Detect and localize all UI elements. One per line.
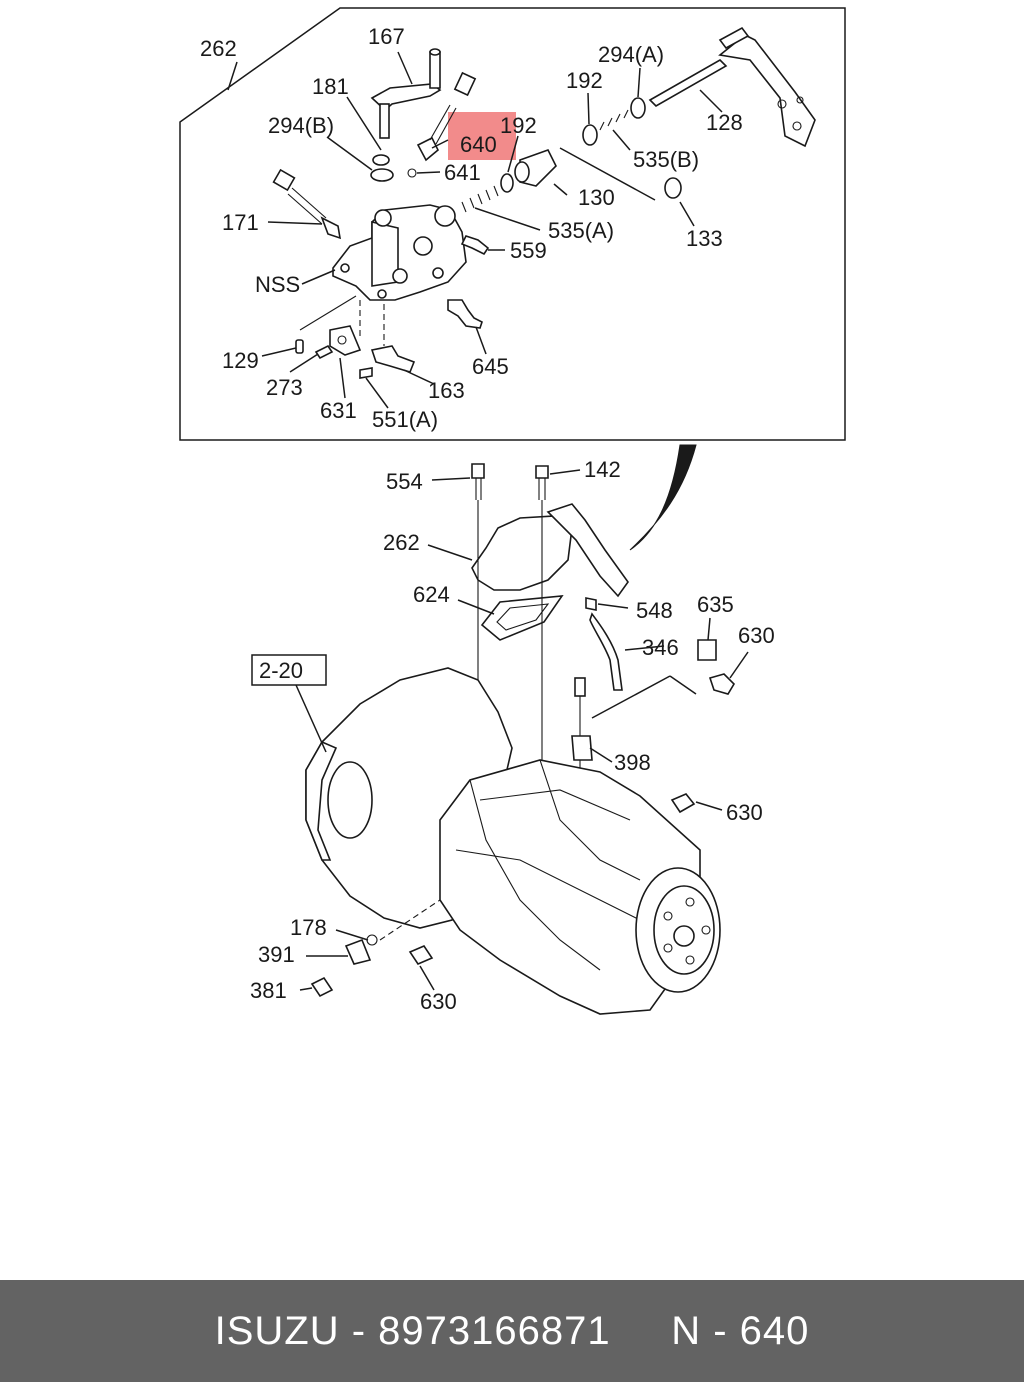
callout-273: 273 (266, 375, 303, 400)
callout-548: 548 (636, 598, 673, 623)
callout-181: 181 (312, 74, 349, 99)
footer-caption: ISUZU - 8973166871 N - 640 (215, 1309, 810, 1354)
footer-ref-prefix: N (671, 1308, 702, 1353)
callout-630-right: 630 (738, 623, 775, 648)
callout-163: 163 (428, 378, 465, 403)
callout-391: 391 (258, 942, 295, 967)
callout-133: 133 (686, 226, 723, 251)
curved-pointer (629, 444, 697, 551)
callout-635: 635 (697, 592, 734, 617)
callout-262-inset: 262 (200, 36, 237, 61)
callout-535b: 535(B) (633, 147, 699, 172)
callout-559: 559 (510, 238, 547, 263)
callout-294b: 294(B) (268, 113, 334, 138)
callout-535a: 535(A) (548, 218, 614, 243)
callout-624: 624 (413, 582, 450, 607)
footer-bar: ISUZU - 8973166871 N - 640 (0, 1280, 1024, 1382)
callout-192-inner: 192 (500, 113, 537, 138)
callout-551a: 551(A) (372, 407, 438, 432)
callout-167: 167 (368, 24, 405, 49)
callout-645: 645 (472, 354, 509, 379)
callout-630-case: 630 (726, 800, 763, 825)
callout-630-bottom: 630 (420, 989, 457, 1014)
callout-128: 128 (706, 110, 743, 135)
callout-2-20-box (251, 654, 327, 686)
callout-631: 631 (320, 398, 357, 423)
footer-ref-separator: - (713, 1308, 728, 1353)
detail-inset-frame (179, 7, 846, 441)
footer-brand: ISUZU (214, 1308, 340, 1353)
callout-nss: NSS (255, 272, 300, 297)
callout-130: 130 (578, 185, 615, 210)
callout-2-20: 2-20 (259, 658, 303, 683)
highlight-640 (448, 112, 516, 160)
callout-554: 554 (386, 469, 423, 494)
callout-398: 398 (614, 750, 651, 775)
callout-641: 641 (444, 160, 481, 185)
callout-142: 142 (584, 457, 621, 482)
callout-192-outer: 192 (566, 68, 603, 93)
footer-separator: - (351, 1308, 367, 1353)
callout-346: 346 (642, 635, 679, 660)
footer-ref-number: 640 (739, 1308, 810, 1353)
callout-294a: 294(A) (598, 42, 664, 67)
transmission-assembly (295, 463, 749, 1015)
callout-262-main: 262 (383, 530, 420, 555)
callout-381: 381 (250, 978, 287, 1003)
callout-640: 640 (460, 132, 497, 157)
callout-178: 178 (290, 915, 327, 940)
callout-129: 129 (222, 348, 259, 373)
callout-171: 171 (222, 210, 259, 235)
shift-housing-exploded (227, 26, 816, 409)
footer-part-number: 8973166871 (378, 1308, 611, 1353)
parts-diagram: 262 167 181 294(B) 640 192 192 294(A) 12… (179, 7, 846, 1015)
